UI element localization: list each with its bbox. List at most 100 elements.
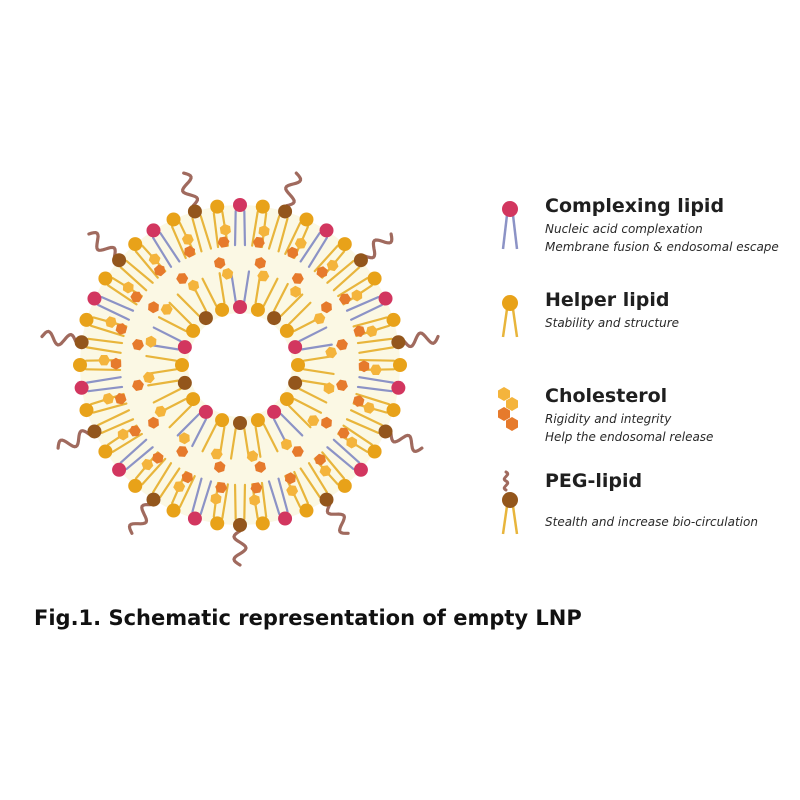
- lipid-tail: [307, 462, 328, 494]
- lipid-tail: [141, 457, 167, 486]
- peg-lipid-head: [177, 375, 192, 390]
- peg-chain: [232, 529, 248, 567]
- cholesterol-ring: [173, 481, 186, 493]
- cholesterol-ring: [321, 301, 332, 314]
- legend-title: Cholesterol: [545, 385, 668, 407]
- helper-lipid-head: [166, 212, 181, 227]
- lipid-tail: [358, 358, 396, 362]
- lipid-tail: [212, 212, 220, 249]
- peg-chain: [87, 230, 117, 258]
- cholesterol-ring: [130, 291, 143, 303]
- cholesterol-ring: [313, 312, 326, 325]
- complexing-lipid-head: [233, 198, 247, 212]
- peg-lipid-head: [233, 518, 247, 532]
- lipid-tail: [111, 432, 143, 453]
- cholesterol-ring: [181, 233, 194, 245]
- lipid-tails: [84, 209, 396, 521]
- helper-lipid-head: [210, 516, 225, 531]
- cholesterol-ring: [132, 379, 144, 391]
- complexing-lipid-head: [319, 223, 334, 238]
- cholesterol-ring: [337, 427, 350, 439]
- peg-lipid-head: [391, 335, 406, 350]
- helper-lipid-head: [186, 392, 201, 407]
- lipid-tail: [171, 225, 187, 260]
- helper-lipid-head: [299, 503, 314, 518]
- helper-lipid-head: [210, 199, 225, 214]
- peg-chain: [56, 429, 91, 450]
- lipid-tail: [85, 346, 122, 354]
- helper-lipid-head: [386, 312, 401, 327]
- helper-lipid-head: [98, 271, 113, 286]
- lipid-tail: [358, 376, 395, 384]
- lipid-tail: [277, 217, 289, 253]
- helper-lipid-head: [291, 358, 305, 372]
- cholesterol-ring: [314, 453, 326, 466]
- cholesterol-ring: [319, 465, 332, 477]
- lipid-tail: [125, 446, 154, 471]
- helper-lipid-head: [98, 444, 113, 459]
- helper-lipid-head: [255, 199, 270, 214]
- peg-lipid-icon: [501, 470, 519, 535]
- helper-lipid-head: [128, 478, 143, 493]
- lipid-tail: [321, 451, 346, 480]
- complexing-lipid-head: [353, 462, 368, 477]
- lipid-tail: [157, 316, 187, 333]
- cholesterol-ring: [148, 253, 161, 265]
- cholesterol-ring: [307, 415, 320, 426]
- lipid-tail: [254, 425, 262, 458]
- legend-complexing-lipid: Complexing lipid Nucleic acid complexati…: [490, 195, 790, 265]
- peg-chain: [127, 503, 152, 535]
- complexing-lipid-head: [74, 380, 89, 395]
- cholesterol-ring: [346, 436, 358, 449]
- lipid-tail: [267, 214, 281, 250]
- cholesterol-ring: [154, 405, 167, 418]
- peg-chains: [40, 171, 440, 567]
- lipid-tail: [288, 404, 312, 429]
- peg-chain: [363, 232, 394, 260]
- lipid-tail: [267, 480, 281, 516]
- helper-lipid-head: [386, 403, 401, 418]
- peg-lipid-head: [288, 375, 303, 390]
- lipid-tail: [147, 379, 180, 387]
- lipid-tail: [87, 385, 124, 393]
- lipid-tail: [350, 409, 383, 427]
- lipid-tail: [293, 470, 309, 505]
- lipid-tail: [279, 413, 304, 437]
- peg-lipid-head: [112, 253, 127, 268]
- cholesterol-ring: [214, 257, 226, 269]
- helper-lipid-head: [279, 392, 294, 407]
- peg-lipid-head: [198, 311, 213, 326]
- cholesterol-ring: [115, 323, 128, 335]
- lipid-tail: [201, 277, 218, 307]
- cholesterol-ring: [363, 402, 375, 414]
- cholesterol-ring: [141, 458, 154, 471]
- complexing-lipid-head: [267, 404, 282, 419]
- lipid-tail: [243, 270, 251, 303]
- legend-description: Stealth and increase bio-circulation: [545, 515, 758, 529]
- peg-chain: [402, 331, 440, 349]
- lipid-tail: [152, 387, 182, 404]
- cholesterol-ring: [352, 395, 365, 407]
- peg-lipid-head: [278, 204, 293, 219]
- cholesterol-ring: [184, 245, 195, 258]
- legend-description: Membrane fusion & endosomal escape: [545, 240, 779, 254]
- lipid-tail: [191, 418, 208, 448]
- lipid-tail: [97, 409, 130, 427]
- complexing-lipid-head: [87, 291, 102, 306]
- complexing-lipid-head: [177, 340, 192, 355]
- cholesterol-ring: [316, 266, 328, 278]
- lipid-tail: [199, 480, 213, 516]
- cholesterol-ring: [114, 393, 127, 405]
- helper-lipid-head: [175, 358, 189, 372]
- lipid-tail: [345, 296, 380, 312]
- cholesterol-ring: [323, 382, 335, 395]
- cholesterol-ring: [176, 273, 189, 284]
- lipid-tail: [176, 413, 201, 437]
- peg-lipid-head: [87, 424, 102, 439]
- cholesterol-ring: [358, 360, 370, 373]
- helper-lipid-head: [166, 503, 181, 518]
- complexing-lipid-head: [146, 223, 161, 238]
- complexing-lipid-head: [233, 300, 247, 314]
- lipid-tail: [191, 217, 203, 253]
- lipid-tail: [100, 296, 135, 312]
